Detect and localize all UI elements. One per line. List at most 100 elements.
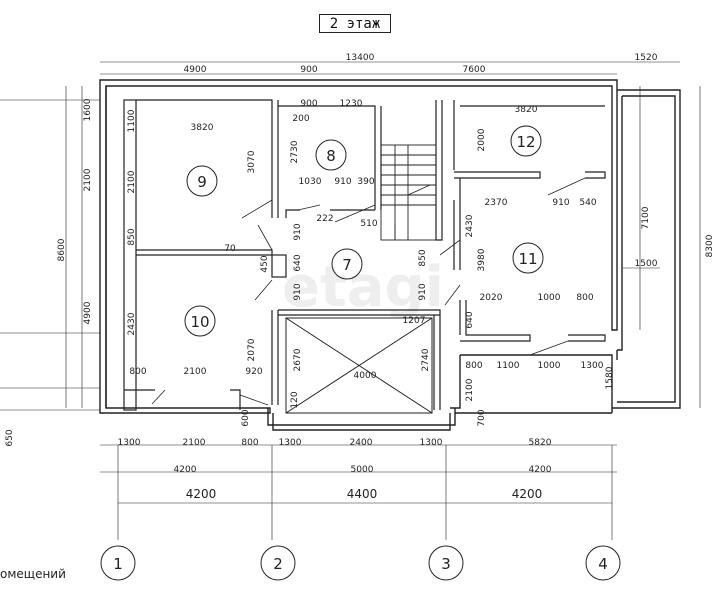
dim-c1207: 1207 (403, 316, 426, 326)
dim-stair-w: 4000 (354, 371, 377, 381)
dim-axis-a: 4200 (186, 487, 217, 501)
dim-c910c: 910 (418, 283, 428, 300)
floor-title: 2 этаж (319, 14, 391, 33)
dim-r8-h: 2730 (290, 140, 300, 163)
axis-markers (100, 545, 621, 581)
dim-left-c: 4900 (83, 301, 93, 324)
dim-r11-h1: 2430 (465, 214, 475, 237)
dim-top-right: 1520 (635, 53, 658, 63)
room-labels: 9 8 7 12 11 10 (184, 125, 544, 337)
dimension-texts: 13400 1520 4900 900 7600 900 1230 200 38… (118, 53, 658, 501)
room-10: 10 (190, 313, 209, 331)
dim-r7-b: 510 (360, 219, 377, 229)
dim-top-total: 13400 (346, 53, 375, 63)
dim-r8-d3: 390 (357, 177, 374, 187)
dim-c1100: 1100 (497, 361, 520, 371)
axis-labels: 1 2 3 4 (113, 555, 608, 573)
dim-r12-w: 3820 (515, 105, 538, 115)
dim-r8-c: 200 (292, 114, 309, 124)
dim-r9-a: 1100 (127, 109, 137, 132)
axis-2: 2 (273, 555, 283, 573)
dim-bot-a: 1300 (118, 438, 141, 448)
axis-1: 1 (113, 555, 123, 573)
dim-r10-h: 2430 (127, 312, 137, 335)
dim-r9-h: 3070 (247, 150, 257, 173)
dim-b800a: 800 (129, 367, 146, 377)
dim-c850: 850 (127, 228, 137, 245)
dim-left-650: 650 (5, 429, 15, 446)
dim-row2-a: 4200 (174, 465, 197, 475)
room-11: 11 (518, 250, 537, 268)
watermark: etagi (282, 255, 444, 320)
dim-r12-h: 2000 (477, 128, 487, 151)
door-swings (151, 177, 586, 406)
dim-r9-b: 2100 (127, 170, 137, 193)
dim-c2670: 2670 (293, 348, 303, 371)
room-8: 8 (326, 147, 336, 165)
dim-axis-b: 4400 (347, 487, 378, 501)
dim-c700: 700 (477, 409, 487, 426)
interior-walls (123, 99, 606, 411)
dim-r11-b: 910 (552, 198, 569, 208)
dimension-lines (0, 61, 701, 540)
dim-b920: 920 (245, 367, 262, 377)
vertical-dimension-texts: 8600 1600 2100 4900 650 1100 2100 850 24… (5, 98, 715, 446)
dim-r11-c: 540 (579, 198, 596, 208)
dim-bot-g: 5820 (529, 438, 552, 448)
dim-c1580: 1580 (605, 366, 615, 389)
dim-r11-d3: 800 (576, 293, 593, 303)
dim-top-c: 7600 (463, 65, 486, 75)
staircase (380, 144, 437, 241)
dim-r7-a: 222 (316, 214, 333, 224)
dim-r11-d2: 1000 (538, 293, 561, 303)
room-7: 7 (342, 256, 352, 274)
dim-r8-b: 1230 (340, 99, 363, 109)
dim-c2740: 2740 (421, 348, 431, 371)
dim-c600: 600 (241, 409, 251, 426)
dim-row2-c: 4200 (529, 465, 552, 475)
dim-left-b: 2100 (83, 168, 93, 191)
dim-c70: 70 (224, 244, 236, 254)
axis-3: 3 (441, 555, 451, 573)
dim-left-total: 8600 (57, 238, 67, 261)
dim-top-a: 4900 (184, 65, 207, 75)
dim-left-a: 1600 (83, 98, 93, 121)
dim-r11-a: 2370 (485, 198, 508, 208)
dim-bot-d: 1300 (279, 438, 302, 448)
dim-c120: 120 (290, 391, 300, 408)
dim-bot-c: 800 (241, 438, 258, 448)
void-opening (285, 317, 433, 414)
dim-right-c: 1500 (635, 259, 658, 269)
dim-r8-d2: 910 (334, 177, 351, 187)
dim-r9-w: 3820 (191, 123, 214, 133)
dim-c640a: 640 (293, 254, 303, 271)
dim-r8-a: 900 (300, 99, 317, 109)
dim-c1000r: 1000 (538, 361, 561, 371)
dim-c640b: 640 (465, 311, 475, 328)
dim-axis-c: 4200 (512, 487, 543, 501)
room-9: 9 (197, 173, 207, 191)
dim-row2-b: 5000 (351, 465, 374, 475)
dim-c800r: 800 (465, 361, 482, 371)
dim-r11-d1: 2020 (480, 293, 503, 303)
dim-c910a: 910 (293, 223, 303, 240)
dim-r8-d1: 1030 (299, 177, 322, 187)
caption-text: омещений (0, 567, 66, 581)
dim-c850b: 850 (418, 249, 428, 266)
dim-bot-b: 2100 (183, 438, 206, 448)
dim-c2100v: 2100 (465, 378, 475, 401)
outer-walls (99, 79, 681, 431)
dim-c450: 450 (260, 255, 270, 272)
dim-right-b: 8300 (705, 234, 715, 257)
dim-right-a: 7100 (641, 206, 651, 229)
dim-bot-f: 1300 (420, 438, 443, 448)
room-12: 12 (516, 133, 535, 151)
dim-c1300r: 1300 (581, 361, 604, 371)
axis-4: 4 (598, 555, 608, 573)
dim-c910b: 910 (293, 283, 303, 300)
dim-c2070: 2070 (247, 338, 257, 361)
dim-bot-e: 2400 (350, 438, 373, 448)
dim-top-b: 900 (300, 65, 317, 75)
dim-r11-h2: 3980 (477, 248, 487, 271)
